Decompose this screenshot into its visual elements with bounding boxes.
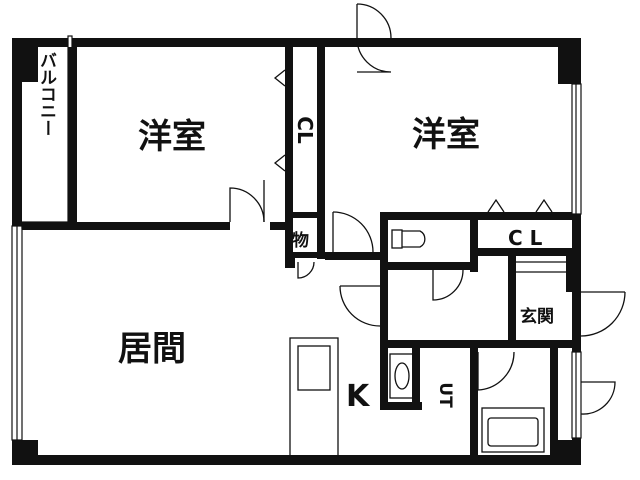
interior-walls xyxy=(22,47,572,458)
room-label-western-left: 洋室 xyxy=(138,117,206,157)
room-label-western-right: 洋室 xyxy=(412,115,480,155)
kitchen-counter xyxy=(289,337,339,457)
room-label-closet-vertical: CL xyxy=(293,116,317,144)
bathtub xyxy=(481,407,545,453)
room-label-kitchen: K xyxy=(346,379,371,414)
labels: 洋室 洋室 居間 K 玄関 C L 物 CL UT バルコニー xyxy=(36,51,554,414)
room-label-balcony: バルコニー xyxy=(36,51,57,136)
room-label-entrance: 玄関 xyxy=(520,306,554,327)
toilet-bowl xyxy=(402,230,426,248)
room-label-utility: UT xyxy=(435,382,455,408)
fixtures xyxy=(289,229,566,457)
room-label-closet-horizontal: C L xyxy=(508,226,543,250)
room-label-living: 居間 xyxy=(118,329,186,369)
kitchen-sink xyxy=(297,345,331,391)
room-label-storage: 物 xyxy=(292,230,309,251)
doors xyxy=(229,3,626,415)
toilet-tank xyxy=(391,229,403,249)
washbasin xyxy=(389,353,415,399)
